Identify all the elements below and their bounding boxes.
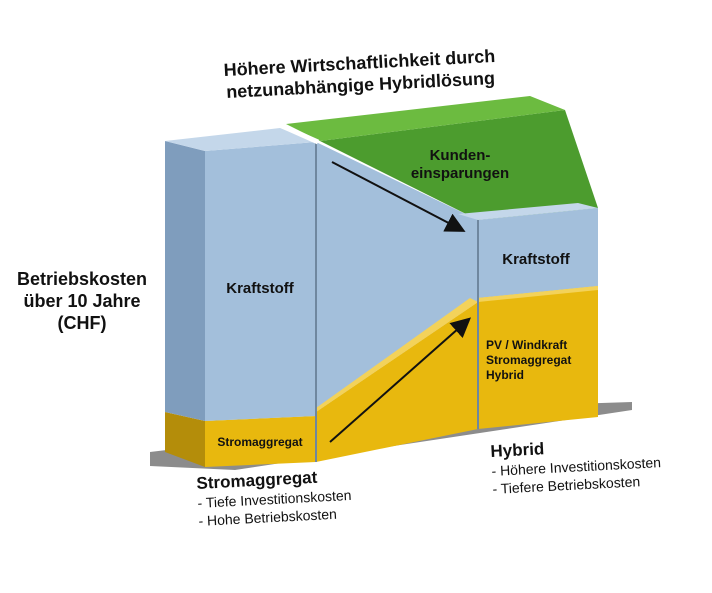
left-genset-label: Stromaggregat: [217, 435, 302, 449]
savings-gap: [280, 123, 320, 145]
right-hybrid-label-2: Stromaggregat: [486, 353, 571, 367]
left-base-front: [205, 416, 316, 467]
legend-hybrid: Hybrid - Höhere Investitionskosten - Tie…: [490, 433, 662, 498]
left-fuel-top: [165, 128, 316, 151]
savings-top: [286, 96, 565, 141]
right-fuel-label: Kraftstoff: [502, 251, 570, 268]
left-fuel-front: [205, 142, 316, 421]
right-hybrid-label-1: PV / Windkraft: [486, 338, 567, 352]
right-hybrid-top: [478, 286, 598, 302]
right-fuel-top: [458, 203, 598, 220]
right-hybrid-label-3: Hybrid: [486, 368, 524, 382]
left-fuel-label: Kraftstoff: [226, 280, 294, 297]
savings-front: [320, 110, 598, 220]
increase-arrow: [329, 317, 471, 443]
y-label-line-2: über 10 Jahre: [23, 291, 141, 311]
decrease-arrow: [331, 161, 466, 232]
y-label-line-3: (CHF): [57, 313, 107, 333]
left-base-side: [165, 412, 205, 467]
savings-label-2: einsparungen: [411, 165, 509, 182]
savings-label-1: Kunden-: [430, 147, 491, 164]
middle-fuel-shape: [316, 142, 478, 412]
y-label-line-1: Betriebskosten: [16, 269, 148, 289]
y-axis-label: Betriebskosten über 10 Jahre (CHF): [2, 268, 162, 334]
legend-stromaggregat: Stromaggregat - Tiefe Investitionskosten…: [196, 466, 353, 530]
middle-genset-edge: [316, 298, 478, 412]
left-fuel-side: [165, 141, 205, 421]
right-hybrid-front: [478, 286, 598, 429]
right-fuel-front: [478, 208, 598, 298]
